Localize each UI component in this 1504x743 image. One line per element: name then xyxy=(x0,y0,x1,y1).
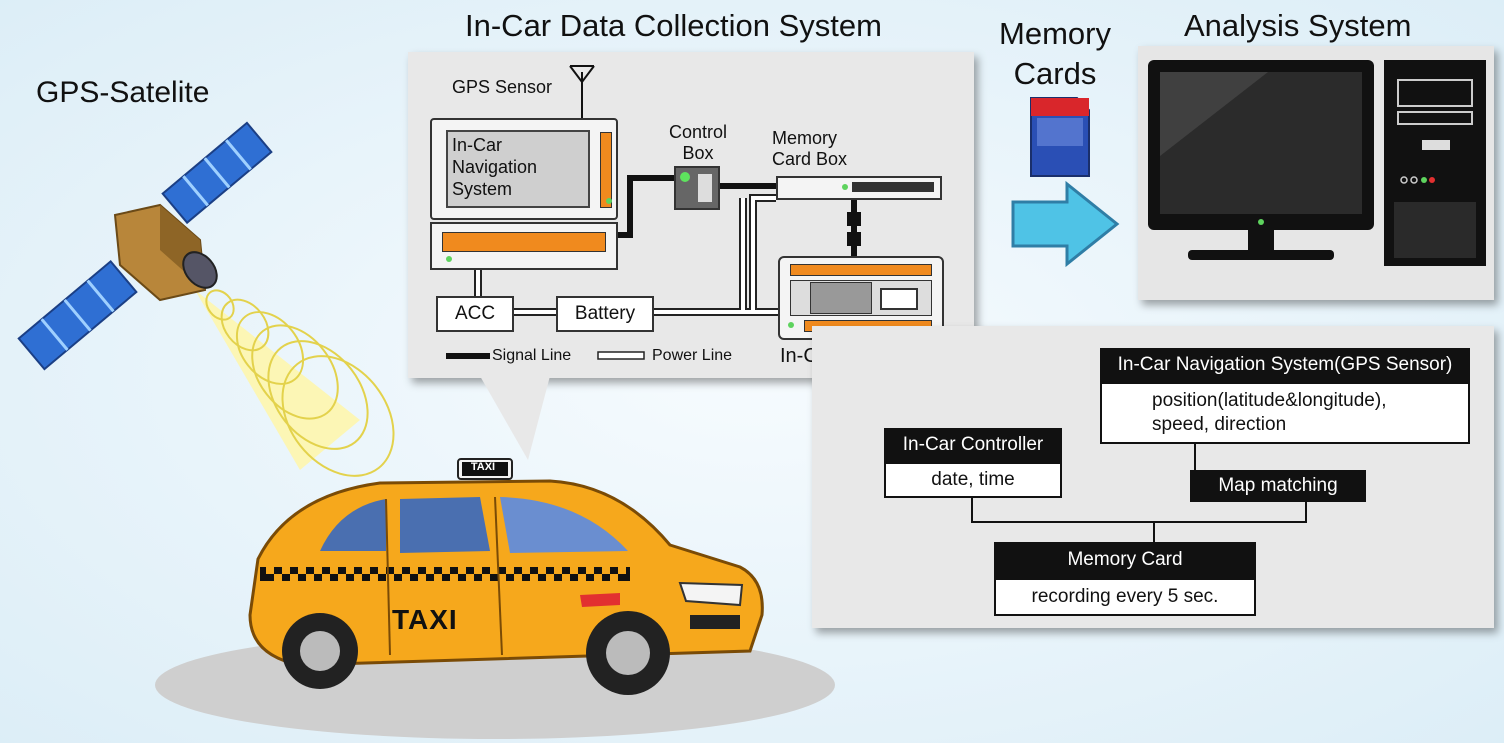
satellite-title: GPS-Satelite xyxy=(36,76,210,109)
collection-title: In-Car Data Collection System xyxy=(465,8,882,43)
memory-card-icon xyxy=(1030,97,1090,177)
satellite-illustration xyxy=(17,121,395,477)
signal-line-label: Signal Line xyxy=(492,347,572,364)
memory-card-box-device xyxy=(776,176,942,200)
status-led xyxy=(446,256,452,262)
power-line-label: Power Line xyxy=(652,347,733,364)
battery-box: Battery xyxy=(556,296,654,332)
flow-connectors xyxy=(971,442,1307,542)
gps-sensor-label: GPS Sensor xyxy=(452,77,553,97)
flow-nav-body: position(latitude&longitude), speed, dir… xyxy=(1100,382,1470,444)
status-led xyxy=(842,184,848,190)
taxi-roof-sign-text: TAXI xyxy=(470,461,496,473)
memory-card-illustration xyxy=(1011,97,1120,268)
flow-controller-body: date, time xyxy=(884,462,1062,498)
taxi-door-text: TAXI xyxy=(392,604,458,635)
collection-wiring xyxy=(446,65,861,360)
computer-tower-icon xyxy=(1384,60,1486,266)
control-box-label: Control Box xyxy=(668,122,728,163)
acc-box: ACC xyxy=(436,296,514,332)
gps-signal-beam xyxy=(195,289,395,477)
navigation-side-strip xyxy=(600,132,612,208)
navigation-unit: In-Car Navigation System xyxy=(430,118,618,220)
flow-memory-body: recording every 5 sec. xyxy=(994,578,1256,616)
flow-controller-header: In-Car Controller xyxy=(884,428,1062,462)
computer-illustration xyxy=(1148,60,1486,266)
navigation-label: In-Car Navigation System xyxy=(452,135,538,199)
navigation-base-unit xyxy=(430,222,618,270)
antenna-icon xyxy=(569,65,595,120)
analysis-title: Analysis System xyxy=(1184,8,1412,43)
transfer-arrow-icon xyxy=(1011,180,1120,268)
flow-nav-line-2: speed, direction xyxy=(1152,414,1287,435)
monitor-icon xyxy=(1148,60,1374,260)
taxi-illustration xyxy=(155,458,835,739)
control-box-device xyxy=(674,166,720,210)
memory-cards-title: Memory Cards xyxy=(999,16,1111,91)
flow-nav-header: In-Car Navigation System(GPS Sensor) xyxy=(1100,348,1470,382)
power-line-swatch xyxy=(597,351,645,360)
taxi-wheels xyxy=(282,611,670,695)
status-led xyxy=(680,172,690,182)
status-led xyxy=(606,198,612,204)
navigation-screen xyxy=(446,130,590,208)
satellite-body xyxy=(17,121,273,371)
flow-map-matching: Map matching xyxy=(1190,470,1366,502)
flow-nav-line-1: position(latitude&longitude), xyxy=(1152,390,1387,411)
status-led xyxy=(788,322,794,328)
controller-screen xyxy=(810,282,872,314)
flow-memory-header: Memory Card xyxy=(994,542,1256,578)
memory-card-box-label: Memory Card Box xyxy=(772,128,848,169)
media-slot xyxy=(442,232,606,252)
speech-bubble-tail xyxy=(480,376,550,460)
